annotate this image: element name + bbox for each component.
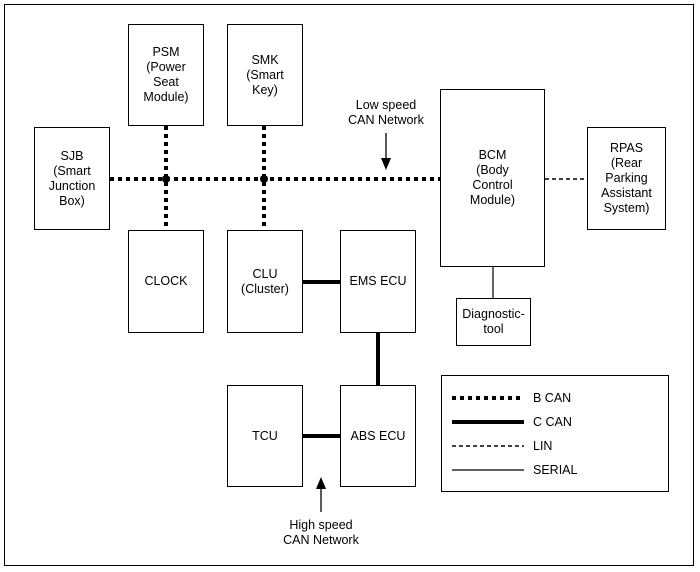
diagnostic-tool-node: Diagnostic- tool: [456, 298, 531, 346]
psm-label: PSM (Power Seat Module): [143, 45, 189, 104]
clock-label: CLOCK: [144, 274, 188, 288]
low-speed-arrowhead: [381, 158, 391, 170]
low-speed-network-label: Low speed CAN Network: [348, 98, 424, 127]
clock-node: CLOCK: [128, 230, 204, 333]
legend-serial-swatch: [452, 469, 524, 471]
legend-bcan-label: B CAN: [533, 391, 572, 405]
bcm-node: BCM (Body Control Module): [440, 89, 545, 267]
diagram-frame: [4, 4, 694, 566]
legend-serial-label: SERIAL: [533, 463, 578, 477]
bus-junction-dot: [260, 175, 268, 183]
tcu-label: TCU: [252, 428, 278, 443]
legend-ccan-swatch: [452, 420, 524, 424]
smk-node: SMK (Smart Key): [227, 24, 303, 126]
rpas-label: RPAS (Rear Parking Assistant System): [601, 141, 652, 215]
high-speed-arrowhead: [316, 477, 326, 489]
diagnostic-tool-label: Diagnostic- tool: [462, 307, 525, 336]
sjb-label: SJB (Smart Junction Box): [48, 148, 96, 208]
clu-label: CLU (Cluster): [241, 266, 289, 296]
abs-node: ABS ECU: [340, 385, 416, 487]
rpas-node: RPAS (Rear Parking Assistant System): [587, 127, 666, 230]
tcu-node: TCU: [227, 385, 303, 487]
clu-node: CLU (Cluster): [227, 230, 303, 333]
legend: B CAN C CAN LIN SERIAL: [441, 375, 669, 492]
legend-ccan-label: C CAN: [533, 415, 572, 429]
legend-row-bcan: B CAN: [442, 390, 668, 406]
bcm-label: BCM (Body Control Module): [469, 148, 516, 207]
ems-label: EMS ECU: [349, 274, 407, 288]
legend-bcan-swatch: [452, 396, 524, 400]
high-speed-network-label: High speed CAN Network: [283, 518, 359, 547]
smk-label: SMK (Smart Key): [246, 52, 284, 97]
bus-junction-dot: [162, 175, 170, 183]
legend-row-serial: SERIAL: [442, 462, 668, 478]
psm-node: PSM (Power Seat Module): [128, 24, 204, 126]
legend-row-lin: LIN: [442, 438, 668, 454]
abs-label: ABS ECU: [350, 428, 406, 443]
legend-lin-label: LIN: [533, 439, 553, 453]
legend-row-ccan: C CAN: [442, 414, 668, 430]
legend-lin-swatch: [452, 445, 524, 447]
sjb-node: SJB (Smart Junction Box): [34, 127, 110, 230]
ems-node: EMS ECU: [340, 230, 416, 333]
